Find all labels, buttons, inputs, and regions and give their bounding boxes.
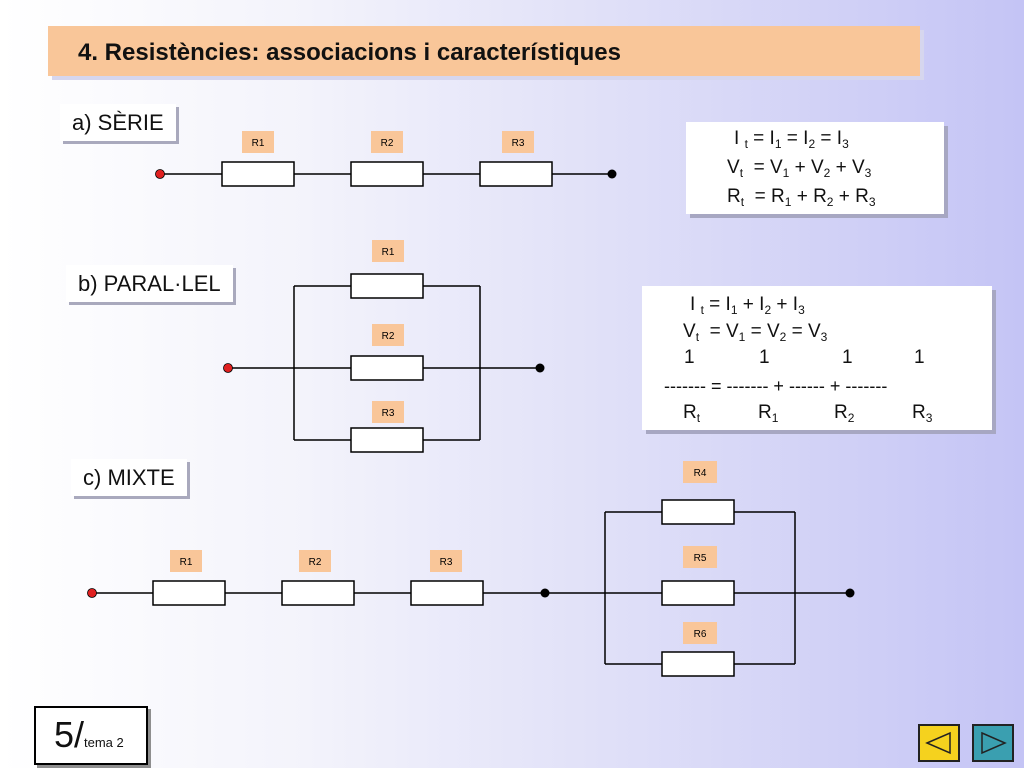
section-label-serie: a) SÈRIE <box>60 104 176 141</box>
formula-parallel-denominator-1: Rt <box>683 402 701 425</box>
terminal-start-serie <box>155 169 165 179</box>
section-label-mixte: c) MIXTE <box>71 459 187 496</box>
resistor-parallel-r1 <box>350 273 424 299</box>
formula-parallel-denominator-2: R1 <box>758 402 779 425</box>
formula-parallel-fraction-line: ------- = ------- + ------ + ------- <box>664 376 888 396</box>
formula-box-serie: I t = I1 = I2 = I3 Vt = V1 + V2 + V3 Rt … <box>686 122 944 214</box>
resistor-label-serie-r1: R1 <box>252 138 265 149</box>
terminal-start-parallel <box>223 363 233 373</box>
terminal-end-mixte <box>845 588 855 598</box>
formula-parallel-denominator-4: R3 <box>912 402 933 425</box>
formula-parallel-voltage: Vt = V1 = V2 = V3 <box>683 321 828 344</box>
page-indicator: 5/ tema 2 <box>34 706 148 765</box>
previous-slide-button[interactable] <box>918 724 960 762</box>
formula-parallel-numerator-2: 1 <box>759 347 770 368</box>
formula-serie-current: I t = I1 = I2 = I3 <box>734 128 849 151</box>
formula-serie-voltage: Vt = V1 + V2 + V3 <box>727 157 872 180</box>
formula-serie-resistance: Rt = R1 + R2 + R3 <box>727 186 876 209</box>
section-label-parallel: b) PARAL·LEL <box>66 265 233 302</box>
formula-parallel-numerator-3: 1 <box>842 347 853 368</box>
resistor-label-mixte-r4: R4 <box>694 468 707 479</box>
triangle-left-icon <box>925 731 951 755</box>
resistor-label-mixte-r6: R6 <box>694 629 707 640</box>
formula-parallel-numerator-1: 1 <box>684 347 695 368</box>
resistor-serie-r3 <box>479 161 553 187</box>
resistor-mixte-r6 <box>661 651 735 677</box>
resistor-mixte-r3 <box>410 580 484 606</box>
triangle-right-icon <box>981 731 1007 755</box>
resistor-mixte-r5 <box>661 580 735 606</box>
resistor-parallel-r3 <box>350 427 424 453</box>
resistor-parallel-r2 <box>350 355 424 381</box>
resistor-label-parallel-r3: R3 <box>382 408 395 419</box>
resistor-label-mixte-r3: R3 <box>440 557 453 568</box>
resistor-mixte-r4 <box>661 499 735 525</box>
node-mixte-junction <box>540 588 550 598</box>
page-number: 5/ <box>54 714 85 755</box>
resistor-label-mixte-r1: R1 <box>180 557 193 568</box>
page-title: 4. Resistències: associacions i caracter… <box>78 39 621 66</box>
next-slide-button[interactable] <box>972 724 1014 762</box>
formula-box-parallel: I t = I1 + I2 + I3 Vt = V1 = V2 = V3 1 1… <box>642 286 992 430</box>
formula-parallel-denominator-3: R2 <box>834 402 855 425</box>
resistor-label-mixte-r2: R2 <box>309 557 322 568</box>
resistor-serie-r2 <box>350 161 424 187</box>
resistor-serie-r1 <box>221 161 295 187</box>
page-topic: tema 2 <box>84 735 124 750</box>
terminal-end-parallel <box>535 363 545 373</box>
resistor-label-parallel-r1: R1 <box>382 247 395 258</box>
formula-parallel-current: I t = I1 + I2 + I3 <box>690 294 805 317</box>
resistor-mixte-r2 <box>281 580 355 606</box>
terminal-end-serie <box>607 169 617 179</box>
resistor-label-serie-r3: R3 <box>512 138 525 149</box>
resistor-label-serie-r2: R2 <box>381 138 394 149</box>
formula-parallel-numerator-4: 1 <box>914 347 925 368</box>
resistor-label-parallel-r2: R2 <box>382 331 395 342</box>
resistor-mixte-r1 <box>152 580 226 606</box>
terminal-start-mixte <box>87 588 97 598</box>
title-bar: 4. Resistències: associacions i caracter… <box>48 26 920 76</box>
resistor-label-mixte-r5: R5 <box>694 553 707 564</box>
